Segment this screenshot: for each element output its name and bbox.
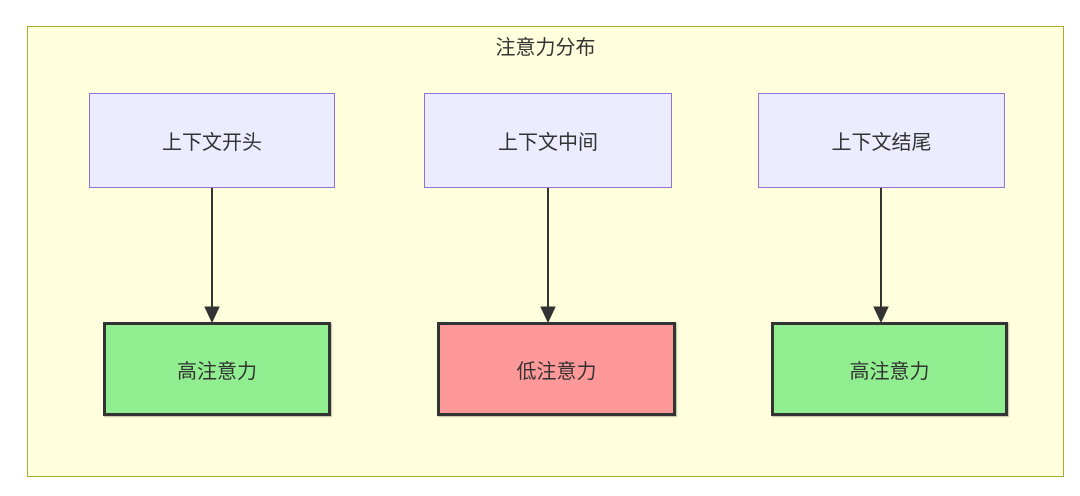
node-context-middle-label: 上下文中间	[498, 132, 598, 154]
diagram-title: 注意力分布	[495, 37, 596, 59]
node-attention-middle: 低注意力	[437, 322, 676, 416]
node-attention-end: 高注意力	[771, 322, 1008, 416]
node-attention-start-label: 高注意力	[177, 360, 257, 383]
node-attention-middle-label: 低注意力	[516, 360, 597, 383]
down-arrow-icon	[540, 188, 556, 324]
attention-distribution-diagram: 注意力分布 上下文开头 高注意力 上下文中间 低注意力 上下文结尾 高注意力	[27, 26, 1064, 477]
down-arrow-icon	[873, 188, 889, 324]
node-context-middle: 上下文中间	[424, 93, 672, 188]
node-attention-start: 高注意力	[103, 322, 331, 416]
node-attention-end-label: 高注意力	[849, 360, 930, 383]
node-context-end: 上下文结尾	[758, 93, 1005, 188]
node-context-start: 上下文开头	[89, 93, 335, 188]
node-context-start-label: 上下文开头	[162, 132, 262, 154]
down-arrow-icon	[204, 188, 220, 324]
node-context-end-label: 上下文结尾	[831, 132, 932, 154]
